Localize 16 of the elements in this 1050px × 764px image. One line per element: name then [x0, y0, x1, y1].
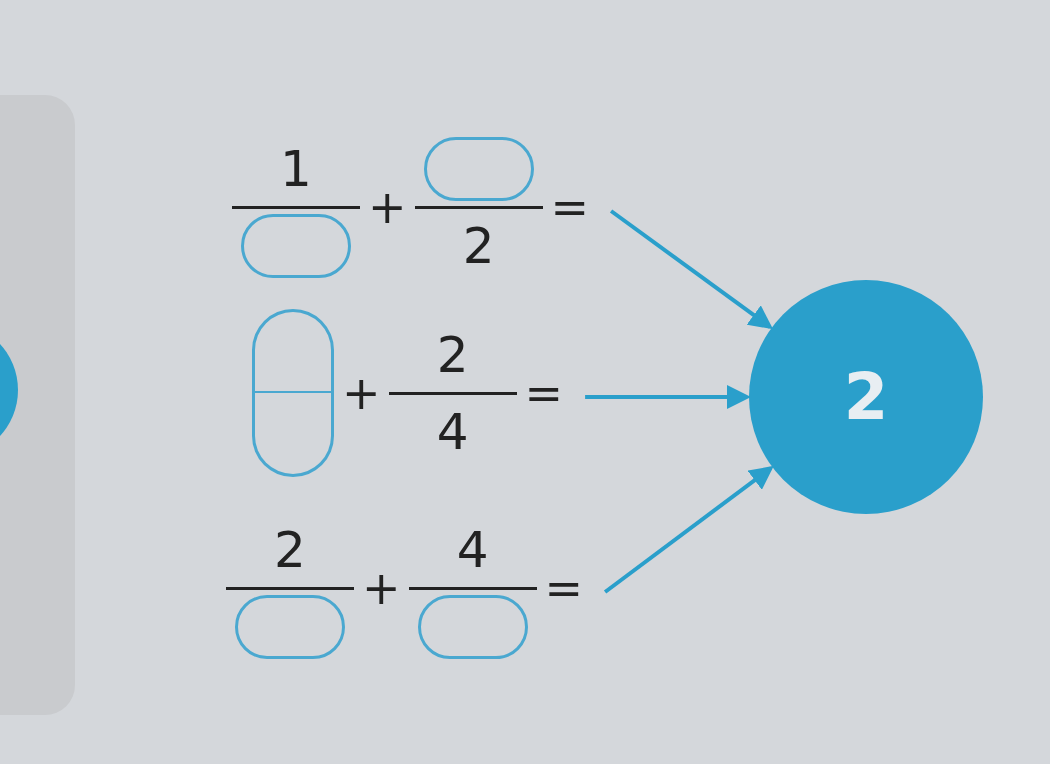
equals-sign: = [550, 184, 590, 230]
digit: 4 [456, 524, 489, 575]
digit: 2 [274, 524, 306, 575]
digit: 4 [436, 406, 469, 457]
arrow [609, 209, 774, 330]
arrow [603, 465, 774, 594]
digit: 2 [436, 329, 469, 380]
digit: 2 [462, 220, 495, 271]
plus-sign: + [362, 565, 401, 611]
plus-sign: + [342, 370, 381, 416]
number-label: 2 [843, 360, 889, 434]
plus-sign: + [368, 184, 407, 230]
equals-sign: = [544, 565, 584, 611]
digit: 1 [280, 143, 312, 194]
equals-sign: = [524, 370, 564, 416]
arrow [585, 385, 751, 409]
